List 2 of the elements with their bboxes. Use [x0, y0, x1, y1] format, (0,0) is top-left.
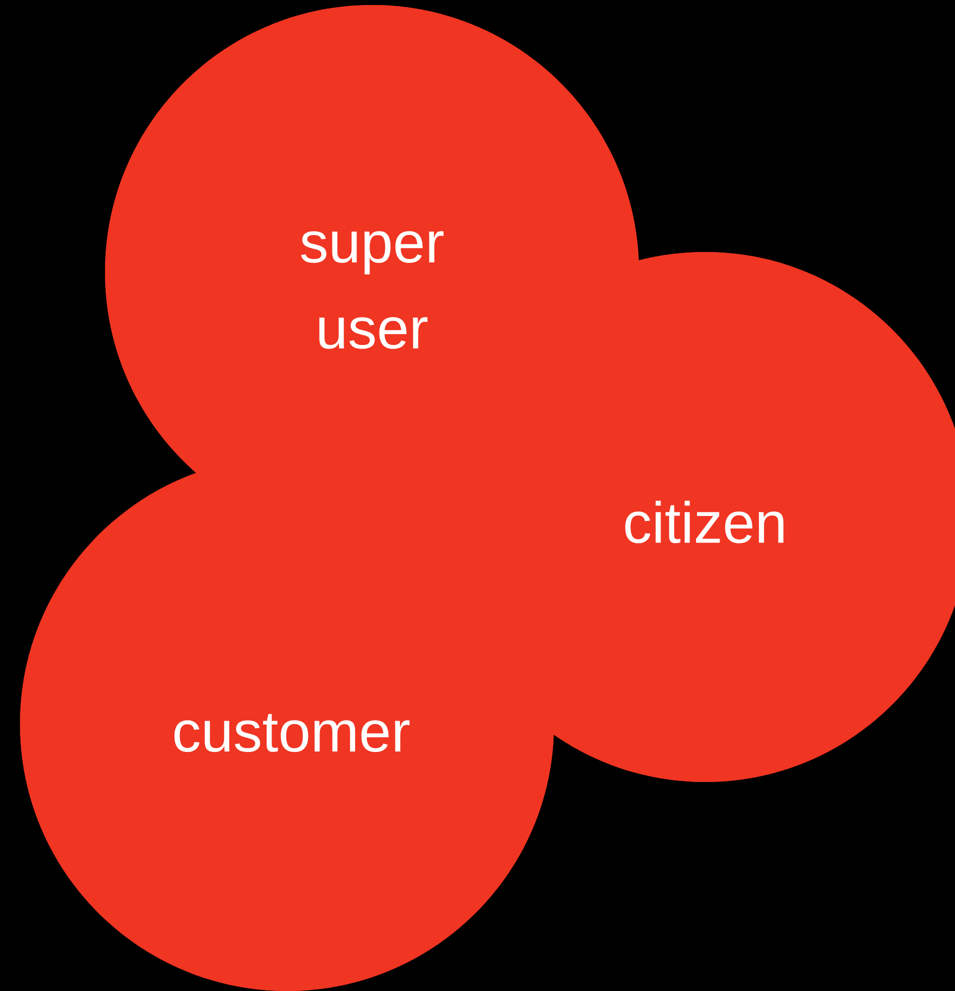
node-label: customer [174, 714, 410, 752]
node-label: super user [301, 231, 444, 349]
